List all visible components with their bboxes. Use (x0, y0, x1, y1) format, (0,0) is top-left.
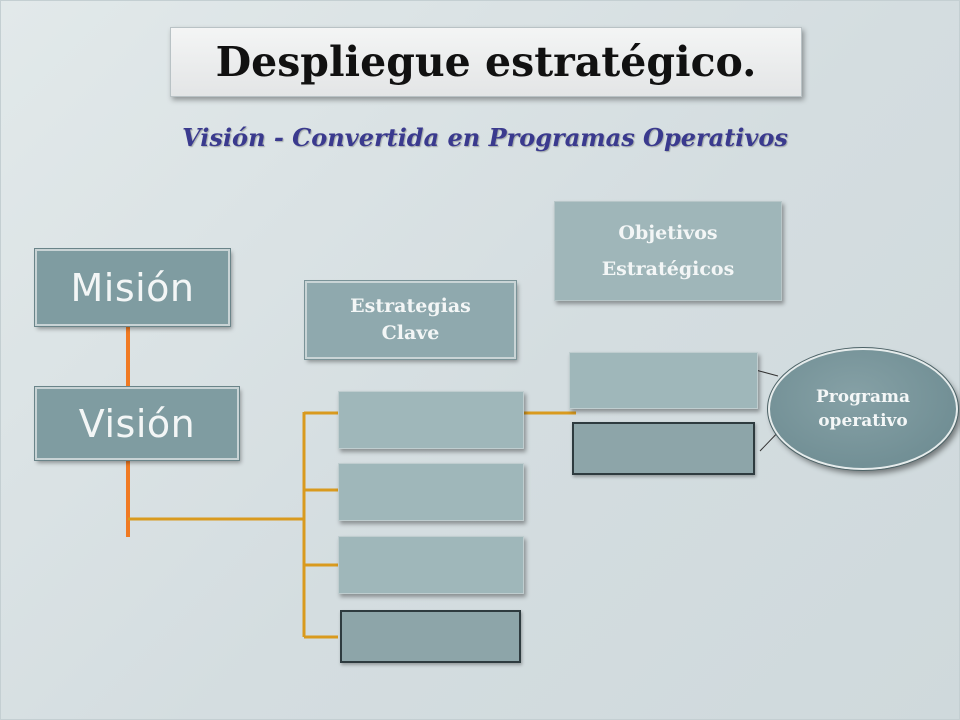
title-box: Despliegue estratégico. (170, 27, 802, 97)
page-title: Despliegue estratégico. (215, 38, 757, 86)
programa-operativo-ellipse: Programa operativo (767, 347, 959, 471)
strategy-box-1 (338, 391, 524, 449)
estrategias-clave-box: Estrategias Clave (304, 280, 517, 360)
objective-box-2 (572, 422, 755, 475)
strategy-box-4 (340, 610, 521, 663)
subtitle: Visión - Convertida en Programas Operati… (182, 123, 788, 152)
objetivos-estrategicos-box: Objetivos Estratégicos (554, 201, 782, 301)
mision-box: Misión (34, 248, 231, 327)
objetivos-label-line1: Objetivos (618, 222, 718, 244)
strategy-box-3 (338, 536, 524, 594)
mision-label: Misión (70, 265, 195, 310)
strategy-box-2 (338, 463, 524, 521)
objective-box-1 (569, 352, 758, 409)
vision-box: Visión (34, 386, 240, 461)
programa-label-line2: operativo (818, 411, 908, 431)
programa-label-line1: Programa (816, 387, 910, 407)
vision-label: Visión (78, 401, 196, 446)
objetivos-label-line2: Estratégicos (601, 258, 735, 280)
estrategias-clave-label: Estrategias Clave (350, 295, 471, 344)
